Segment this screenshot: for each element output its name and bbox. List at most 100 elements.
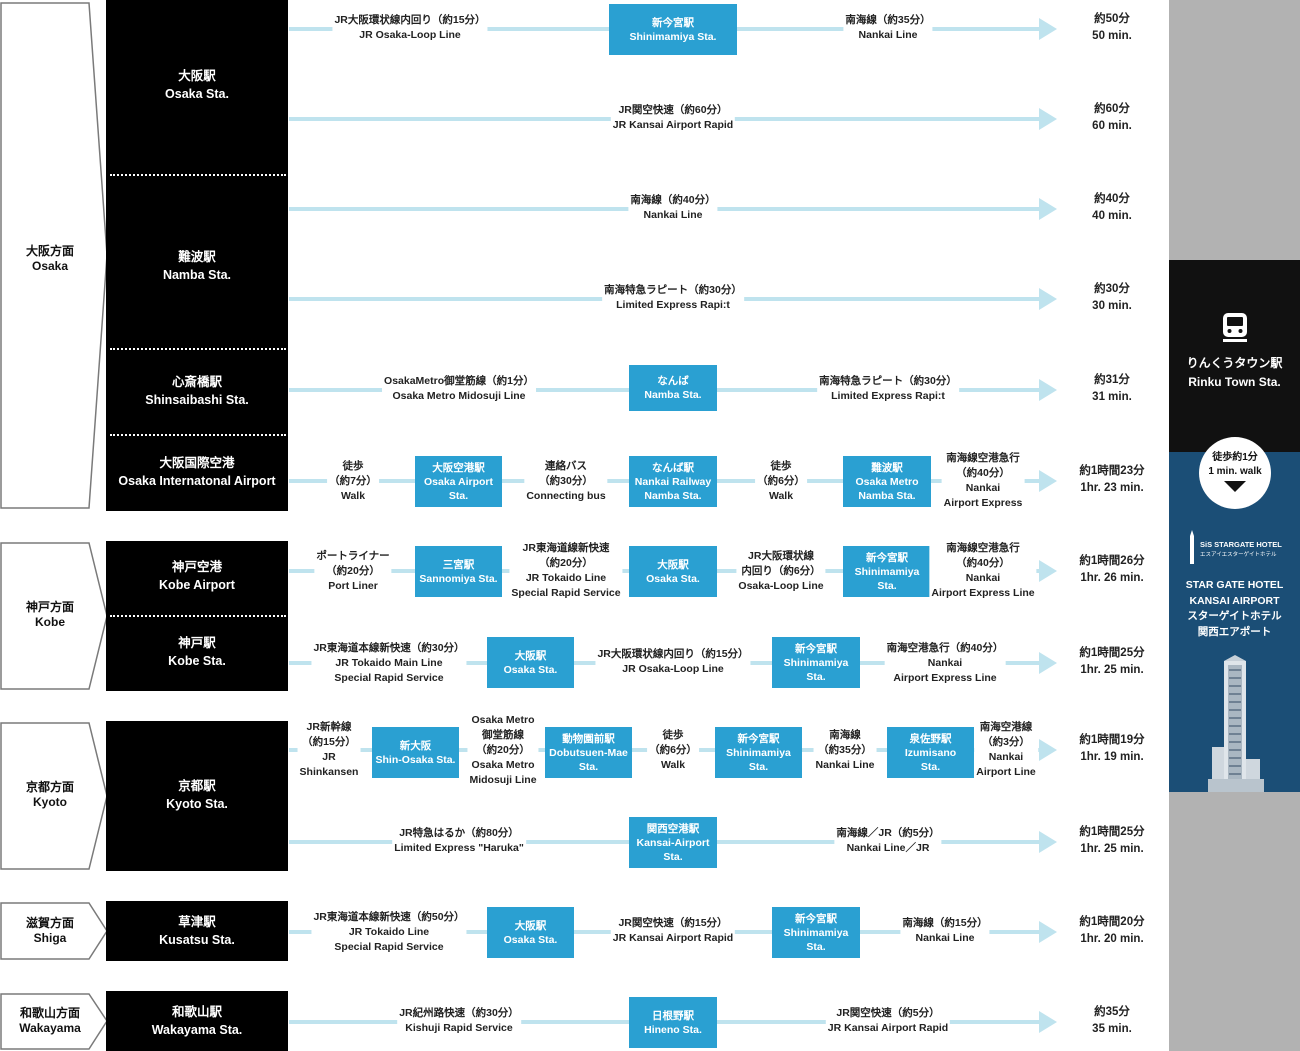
segment-label: 南海線／JR（約5分）Nankai Line／JR <box>834 826 942 856</box>
origin-block-osaka <box>106 0 288 511</box>
walk-badge: 徒歩約1分 1 min. walk <box>1199 437 1271 509</box>
route-arrow-head <box>1039 1011 1057 1033</box>
divider <box>110 174 286 176</box>
segment-label: JR大阪環状線内回り（約15分）JR Osaka-Loop Line <box>332 13 488 43</box>
segment-label: JR関空快速（約15分）JR Kansai Airport Rapid <box>610 916 736 946</box>
divider <box>110 348 286 350</box>
panel-top <box>1169 0 1300 260</box>
hotel-logo-mark-icon <box>1190 530 1194 564</box>
segment-label: 徒歩（約6分）Walk <box>647 727 699 773</box>
segment-label: 徒歩（約7分）Walk <box>327 458 379 504</box>
train-icon <box>1223 313 1247 342</box>
segment-label: 南海線（約15分）Nankai Line <box>900 916 990 946</box>
region-chevron <box>0 993 108 1050</box>
divider <box>110 434 286 436</box>
origin-block-wakayama <box>106 991 288 1051</box>
route-arrow-head <box>1039 921 1057 943</box>
route-arrow-head <box>1039 652 1057 674</box>
route-arrow-head <box>1039 739 1057 761</box>
route-arrow-head <box>1039 831 1057 853</box>
segment-label: 徒歩（約6分）Walk <box>755 458 807 504</box>
segment-label: 連絡バス（約30分）Connecting bus <box>524 458 608 504</box>
hotel-logo: SiS STARGATE HOTEL エスアイエスターゲイトホテル <box>1200 540 1282 558</box>
segment-label: 南海線（約35分）Nankai Line <box>813 727 877 773</box>
segment-label: JR特急はるか（約80分）Limited Express "Haruka" <box>392 826 526 856</box>
origin-block-shiga <box>106 901 288 961</box>
region-chevron <box>0 2 108 509</box>
segment-label: 南海特急ラピート（約30分）Limited Express Rapi:t <box>817 374 959 404</box>
segment-label: 南海線（約40分）Nankai Line <box>628 193 718 223</box>
panel-bottom <box>1169 792 1300 1051</box>
route-arrow-head <box>1039 470 1057 492</box>
segment-label: ポートライナー（約20分）Port Liner <box>314 548 392 594</box>
segment-label: JR紀州路快速（約30分）Kishuji Rapid Service <box>397 1006 521 1036</box>
segment-label: JR関空快速（約60分）JR Kansai Airport Rapid <box>610 103 736 133</box>
region-chevron <box>0 902 108 960</box>
region-chevron <box>0 722 108 870</box>
route-arrow-head <box>1039 18 1057 40</box>
segment-label: OsakaMetro御堂筋線（約1分）Osaka Metro Midosuji … <box>382 374 536 404</box>
down-triangle-icon <box>1224 481 1246 492</box>
route-arrow-head <box>1039 288 1057 310</box>
hotel-name: STAR GATE HOTEL KANSAI AIRPORT スターゲイトホテル… <box>1185 579 1284 638</box>
route-arrow-head <box>1039 108 1057 130</box>
origin-block-kyoto <box>106 721 288 871</box>
region-chevron <box>0 542 108 690</box>
segment-label: JR大阪環状線内回り（約6分）Osaka-Loop Line <box>736 548 826 594</box>
segment-label: 南海特急ラピート（約30分）Limited Express Rapi:t <box>602 283 744 313</box>
divider <box>110 615 286 617</box>
segment-label: JR関空快速（約5分）JR Kansai Airport Rapid <box>825 1006 951 1036</box>
route-arrow-head <box>1039 379 1057 401</box>
